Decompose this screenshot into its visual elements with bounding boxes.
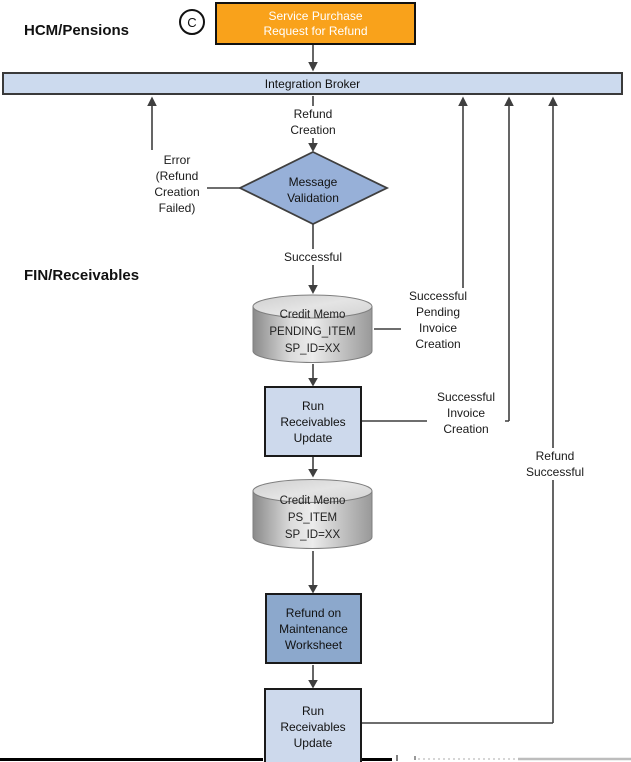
successful-pending-invoice-creation-label: Successful Pending Invoice Creation <box>401 288 475 352</box>
service-purchase-request-label: Service Purchase Request for Refund <box>263 8 368 38</box>
successful-edge-label: Successful <box>275 249 351 265</box>
cylinder-table-name: PENDING_ITEM <box>269 326 356 338</box>
run-receivables-update-1-node: Run Receivables Update <box>264 386 362 457</box>
cylinder-title: Credit Memo <box>279 309 346 321</box>
refund-maintenance-worksheet-node: Refund on Maintenance Worksheet <box>265 593 362 664</box>
edge-worksheet-to-update2 <box>308 665 318 689</box>
error-edge-label: Error (Refund Creation Failed) <box>147 152 207 216</box>
successful-invoice-creation-label: Successful Invoice Creation <box>427 389 505 437</box>
cylinder-shape <box>252 479 373 549</box>
offpage-connector-circle: C <box>179 9 205 35</box>
refund-maintenance-worksheet-label: Refund on Maintenance Worksheet <box>279 605 348 652</box>
fin-region-label: FIN/Receivables <box>24 267 140 284</box>
cylinder-table-name: PS_ITEM <box>287 512 338 524</box>
refund-successful-label: Refund Successful <box>516 448 594 480</box>
edge-update1-to-cylinder2 <box>308 457 318 478</box>
message-validation-label: Message Validation <box>287 175 339 205</box>
offpage-connector-letter: C <box>187 14 197 30</box>
service-purchase-request-node: Service Purchase Request for Refund <box>215 2 416 45</box>
cylinder-record-id: SP_ID=XX <box>284 529 341 541</box>
integration-broker-label: Integration Broker <box>264 76 361 91</box>
integration-broker-bar: Integration Broker <box>2 72 623 95</box>
run-receivables-update-1-label: Run Receivables Update <box>280 398 346 445</box>
run-receivables-update-2-node: Run Receivables Update <box>264 688 362 762</box>
hcm-region-label: HCM/Pensions <box>24 22 130 39</box>
edge-request-to-broker <box>308 45 318 72</box>
credit-memo-pending-cylinder: Credit Memo PENDING_ITEM SP_ID=XX <box>252 294 373 364</box>
cylinder-shape <box>252 294 373 363</box>
run-receivables-update-2-label: Run Receivables Update <box>280 704 346 750</box>
cylinder-title: Credit Memo <box>279 495 346 507</box>
refund-creation-edge-label: Refund Creation <box>282 106 344 138</box>
edge-cylinder1-to-update1 <box>308 364 318 387</box>
edge-update1-invoice-to-broker <box>362 96 514 422</box>
credit-memo-ps-cylinder: Credit Memo PS_ITEM SP_ID=XX <box>252 478 373 550</box>
cylinder-record-id: SP_ID=XX <box>284 343 341 355</box>
edge-cylinder2-to-worksheet <box>308 551 318 594</box>
edge-pending-invoice-to-broker <box>458 96 468 288</box>
